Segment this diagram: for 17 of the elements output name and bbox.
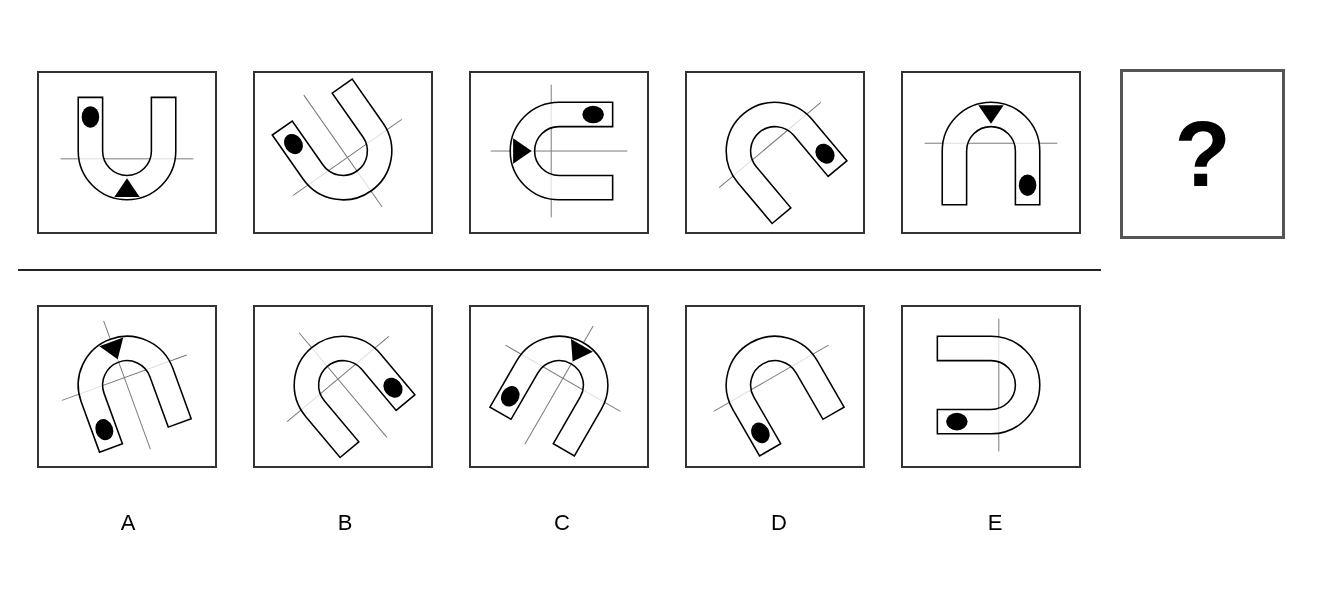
- figure-frame: [901, 71, 1081, 234]
- option-letter: C: [553, 509, 571, 537]
- figure-frame: [685, 71, 865, 234]
- figure-frame: [37, 305, 217, 468]
- option-letter: B: [336, 509, 354, 537]
- figure-frame: [253, 305, 433, 468]
- figure-frame: [469, 71, 649, 234]
- option-letter: D: [770, 509, 788, 537]
- question-mark: ?: [1174, 108, 1231, 200]
- option-letter: E: [986, 509, 1004, 537]
- figure-frame: [469, 305, 649, 468]
- figure-frame: [685, 305, 865, 468]
- answer-frame: [1120, 69, 1285, 239]
- figure-frame: [901, 305, 1081, 468]
- figure-frame: [253, 71, 433, 234]
- figure-frame: [37, 71, 217, 234]
- option-letter: A: [119, 509, 137, 537]
